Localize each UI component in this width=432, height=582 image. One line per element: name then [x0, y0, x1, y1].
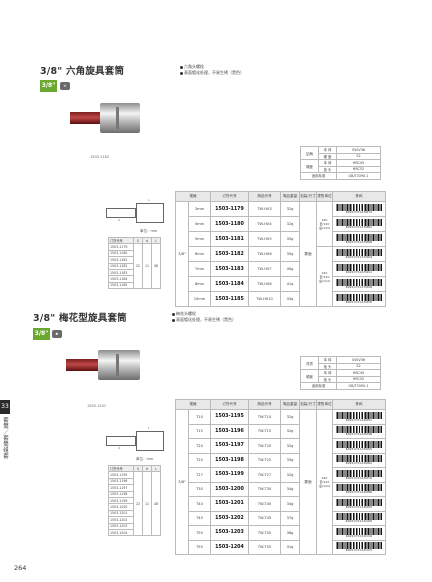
hex-socket-drawing: d L [106, 198, 164, 224]
section2-title: 3/8" 梅花型旋具套筒 [33, 313, 127, 324]
barcode: 6921371115928 [332, 276, 386, 292]
barcode: 6921371115904 [332, 246, 386, 262]
drive-size-badge: 3/8" [33, 328, 50, 340]
socket-body-image [98, 350, 140, 380]
barcode: 6921371115874 [332, 201, 386, 217]
table-row: 6mm 1503-1182 TW-HX6 35g 240套/120盒/1/10 … [176, 246, 386, 307]
table-row: T40 1503-1201 TW-T40 34g 6921371116093 [176, 496, 386, 512]
section1-features: 六角头螺栓 表面镀化处理，不易生锈（黑色） [180, 64, 244, 76]
table-row: 3/8" T10 1503-1195 TW-T10 32g 雾面 240套/12… [175, 409, 386, 555]
photo-caption: 1503-1201 [87, 404, 107, 408]
barcode: 6921371116116 [332, 525, 386, 541]
barcode: 6921371116062 [332, 452, 386, 468]
photo-caption: 1503-1182 [90, 155, 110, 159]
table-row: 7mm 1503-1183 TW-HX7 40g 6921371115911 [176, 261, 386, 277]
bullet-icon [172, 318, 175, 322]
unit-label: 单位：mm [140, 229, 158, 233]
table-row: T45 1503-1202 TW-T45 37g 6921371116109 [176, 510, 386, 526]
bullet-icon [180, 65, 183, 69]
barcode: 6921371116093 [332, 496, 386, 512]
table-row: 10mm 1503-1185 TW-HX10 43g 6921371115935 [176, 291, 386, 307]
barcode: 6921371116055 [332, 438, 386, 454]
section2-features: 梅花头螺栓 表面镀化处理，不易生锈（黑色） [172, 311, 236, 323]
chapter-label: 套筒／套筒组套 [3, 418, 9, 460]
unit-label: 单位：mm [136, 457, 154, 461]
barcode: 6921371115898 [332, 231, 386, 247]
table-row: 4mm 1503-1180 TW-HX4 32g 6921371115881 [176, 216, 386, 232]
table-row: 3/8" 3mm 1503-1179 TW-HX3 32g 雾面 240套/12… [175, 201, 386, 307]
hex-shape-badge: H [60, 82, 70, 90]
feature-item: 表面镀化处理，不易生锈（黑色） [180, 70, 244, 76]
table-row: T25 1503-1198 TW-T25 33g 6921371116062 [176, 452, 386, 468]
barcode: 6921371115911 [332, 261, 386, 277]
section1-title: 3/8" 六角旋具套筒 [40, 66, 125, 77]
barcode: 6921371115935 [332, 291, 386, 307]
feature-item: 六角头螺栓 [180, 64, 244, 70]
hex-bit-image [70, 112, 102, 124]
torx-socket-table: 规格 订货代号 简品代号 简品重量 包装/尺寸 零售单位 条码 3/8" T10… [175, 399, 386, 555]
table-row: T55 1503-1204 TW-T55 41g 6921371116123 [176, 539, 386, 555]
barcode: 6921371116086 [332, 481, 386, 497]
torx-socket-photo [66, 350, 140, 380]
table-row: 8mm 1503-1184 TW-HX8 41g 6921371115928 [176, 276, 386, 292]
table-row: T20 1503-1197 TW-T20 32g 6921371116055 [176, 438, 386, 454]
barcode: 6921371115881 [332, 216, 386, 232]
torx-socket-drawing: d L [106, 426, 164, 452]
barcode: 6921371116123 [332, 539, 386, 555]
feature-item: 表面镀化处理，不易生锈（黑色） [172, 317, 236, 323]
table-row: T50 1503-1203 TW-T50 38g 6921371116116 [176, 525, 386, 541]
barcode: 6921371116079 [332, 467, 386, 483]
barcode: 6921371116048 [332, 423, 386, 439]
hex-socket-photo [70, 103, 140, 133]
barcode: 6921371116109 [332, 510, 386, 526]
drive-size-badge: 3/8" [40, 80, 57, 92]
torx-bit-image [66, 359, 100, 371]
torx-shape-badge: ✱ [52, 330, 62, 338]
bullet-icon [180, 71, 183, 75]
table-row: T15 1503-1196 TW-T15 32g 6921371116048 [176, 423, 386, 439]
page-number: 264 [14, 564, 27, 572]
socket-body-image [100, 103, 140, 133]
barcode: 6921371116031 [332, 409, 386, 425]
feature-item: 梅花头螺栓 [172, 311, 236, 317]
bullet-icon [172, 312, 175, 316]
table-row: T30 1503-1200 TW-T30 34g 6921371116086 [176, 481, 386, 497]
table-row: 5mm 1503-1181 TW-HX5 35g 6921371115898 [176, 231, 386, 247]
hex-socket-table: 规格 订货代号 简品代号 简品重量 包装/尺寸 零售单位 条码 3/8" 3mm… [175, 191, 386, 307]
chapter-tab: 33 [0, 400, 10, 414]
table-row: T27 1503-1199 TW-T27 32g 6921371116079 [176, 467, 386, 483]
